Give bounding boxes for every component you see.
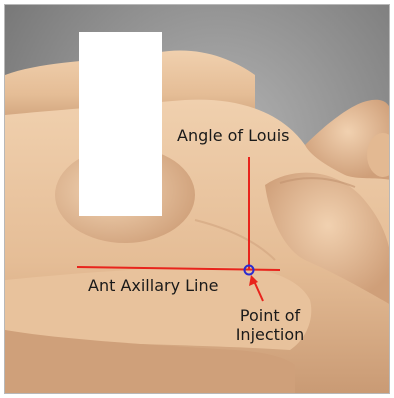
ant-axillary-line-label: Ant Axillary Line	[88, 276, 218, 295]
image-frame: Angle of Louis Ant Axillary Line Point o…	[4, 4, 390, 394]
point-of-injection-line1: Point of	[235, 306, 305, 325]
angle-of-louis-label: Angle of Louis	[177, 126, 289, 145]
redaction-box	[79, 32, 162, 216]
point-of-injection-line2: Injection	[235, 325, 305, 344]
anatomy-illustration	[5, 5, 390, 394]
point-of-injection-label: Point of Injection	[235, 306, 305, 344]
